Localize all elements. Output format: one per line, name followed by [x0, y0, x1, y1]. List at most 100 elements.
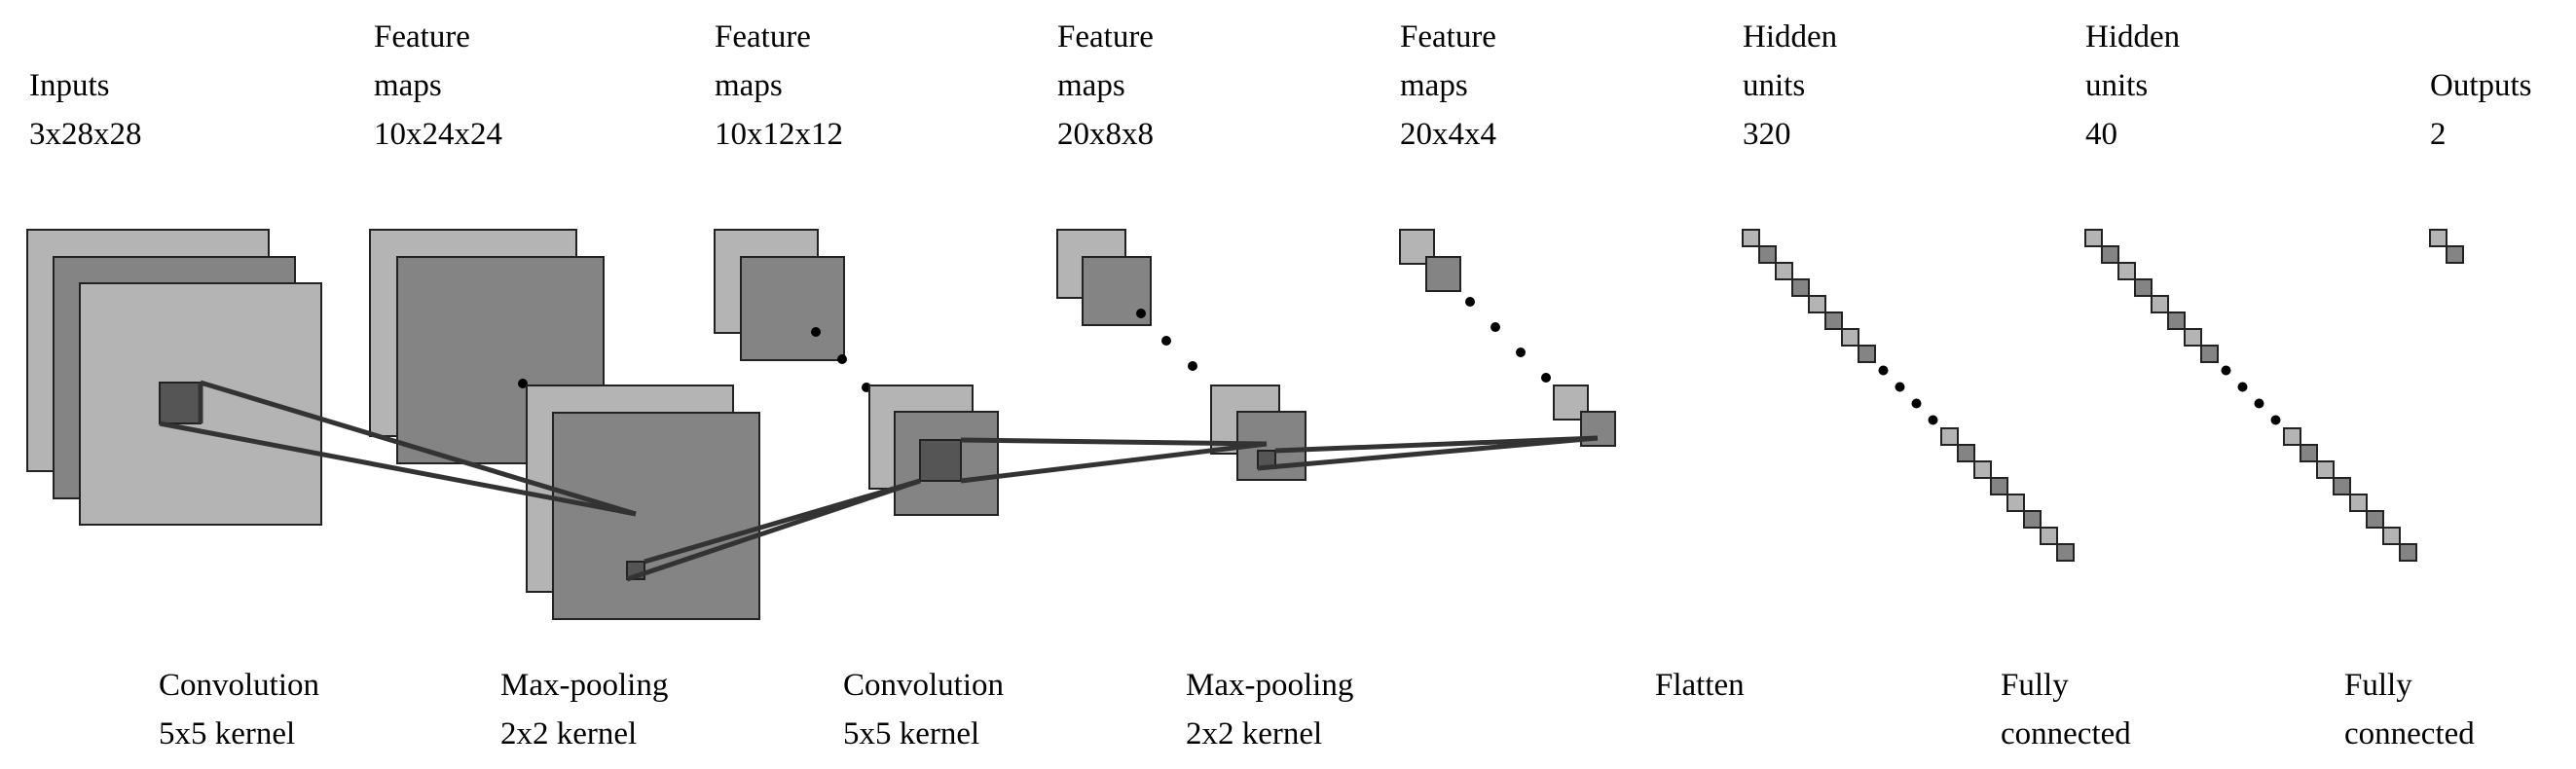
layer-size: 3x28x28	[29, 117, 142, 152]
ellipsis-dot	[1895, 382, 1905, 392]
output-unit	[2446, 245, 2464, 264]
ellipsis-dot	[1911, 398, 1922, 409]
hidden-unit	[2117, 262, 2136, 280]
layer-title-line1: Feature	[374, 19, 470, 55]
layer-title-line1: Hidden	[1743, 19, 1837, 55]
feature-maps-20x4x4	[1399, 229, 1616, 447]
op-label-pool-1: Max-pooling 2x2 kernel	[500, 668, 668, 751]
hidden-unit	[2101, 245, 2119, 264]
op-label-fc-1: Fully connected	[2001, 668, 2131, 751]
connection-line	[1274, 435, 1599, 454]
layer-size: 40	[2085, 117, 2117, 152]
connection-line	[960, 441, 1268, 484]
hidden-unit	[1940, 427, 1959, 446]
hidden-unit	[2040, 527, 2058, 545]
ellipsis-dot	[1516, 348, 1526, 357]
feature-maps-10x12x12	[714, 229, 999, 516]
ellipsis-dot	[811, 327, 821, 337]
hidden-unit	[2200, 345, 2219, 363]
hidden-unit	[2134, 278, 2153, 297]
op-line2: 5x5 kernel	[843, 716, 979, 751]
ellipsis-dot	[1928, 415, 1938, 425]
hidden-unit	[2300, 444, 2318, 462]
layer-title: Outputs	[2430, 68, 2532, 103]
feature-map	[552, 412, 760, 620]
layer-label-feature-maps-3: Feature maps 20x8x8	[1057, 19, 1154, 152]
layer-labels: Inputs 3x28x28 Feature maps 10x24x24 Fea…	[29, 19, 2532, 152]
op-line2: connected	[2001, 716, 2131, 751]
conv-kernel-window	[159, 382, 202, 424]
connection-line	[200, 380, 637, 517]
layer-label-feature-maps-4: Feature maps 20x4x4	[1400, 19, 1496, 152]
hidden-unit	[1858, 345, 1876, 363]
op-line1: Convolution	[159, 668, 319, 703]
layer-label-feature-maps-1: Feature maps 10x24x24	[374, 19, 502, 152]
op-line1: Fully	[2344, 668, 2412, 703]
op-label-pool-2: Max-pooling 2x2 kernel	[1186, 668, 1353, 751]
hidden-units-40	[2084, 229, 2417, 562]
op-line2: 2x2 kernel	[1186, 716, 1322, 751]
hidden-unit	[2366, 510, 2384, 529]
hidden-unit	[2023, 510, 2042, 529]
layer-title: Inputs	[29, 68, 110, 103]
conv-kernel-window	[919, 439, 962, 482]
layer-title-line1: Hidden	[2085, 19, 2180, 55]
operation-labels: Convolution 5x5 kernel Max-pooling 2x2 k…	[159, 668, 2475, 751]
layer-title-line1: Feature	[1057, 19, 1154, 55]
layer-size: 10x12x12	[715, 117, 843, 152]
op-label-flatten: Flatten	[1655, 668, 1745, 703]
hidden-unit	[1808, 295, 1826, 313]
ellipsis-dot	[837, 354, 847, 364]
op-label-conv-2: Convolution 5x5 kernel	[843, 668, 1004, 751]
hidden-unit	[2382, 527, 2401, 545]
hidden-unit	[2084, 229, 2103, 247]
ellipsis-dot	[1188, 361, 1197, 371]
layer-title-line2: maps	[715, 68, 783, 103]
hidden-unit	[2316, 460, 2335, 479]
hidden-unit	[1824, 311, 1843, 330]
inputs-stack	[26, 229, 322, 526]
layer-label-feature-maps-2: Feature maps 10x12x12	[715, 19, 843, 152]
ellipsis-dot	[2237, 382, 2248, 392]
ellipsis-dot	[2270, 415, 2281, 425]
outputs-units	[2429, 229, 2464, 264]
hidden-unit	[1990, 477, 2008, 495]
hidden-unit	[1973, 460, 1992, 479]
ellipsis-dot	[1465, 297, 1475, 307]
layer-label-inputs: Inputs 3x28x28	[29, 68, 142, 152]
ellipsis-dot	[2221, 365, 2231, 376]
layer-title-line2: maps	[374, 68, 442, 103]
layer-size: 2	[2430, 117, 2447, 152]
ellipsis-dot	[1161, 336, 1171, 346]
op-label-fc-2: Fully connected	[2344, 668, 2475, 751]
hidden-units-320	[1742, 229, 2075, 562]
hidden-unit	[2151, 295, 2169, 313]
ellipsis-dot	[518, 379, 528, 388]
hidden-unit	[2184, 328, 2202, 347]
connection-lines	[159, 380, 1599, 582]
layer-size: 20x4x4	[1400, 117, 1496, 152]
op-line1: Max-pooling	[1186, 668, 1353, 703]
ellipsis-dot	[1136, 309, 1146, 318]
layer-title-line1: Feature	[1400, 19, 1496, 55]
ellipsis-dot	[1878, 365, 1889, 376]
layer-title-line2: units	[1743, 68, 1805, 103]
hidden-unit	[2333, 477, 2351, 495]
hidden-unit	[1957, 444, 1975, 462]
layer-size: 20x8x8	[1057, 117, 1154, 152]
feature-map	[1425, 256, 1461, 292]
feature-maps-10x24x24	[369, 229, 760, 620]
ellipsis-dot	[2254, 398, 2264, 409]
layer-size: 10x24x24	[374, 117, 502, 152]
connection-line	[1257, 435, 1599, 471]
op-line1: Max-pooling	[500, 668, 668, 703]
hidden-unit	[2399, 543, 2417, 562]
hidden-unit	[1758, 245, 1777, 264]
ellipsis-dot	[1541, 373, 1551, 383]
layer-label-hidden-units-2: Hidden units 40	[2085, 19, 2180, 152]
layer-label-hidden-units-1: Hidden units 320	[1743, 19, 1837, 152]
output-unit	[2429, 229, 2447, 247]
op-line1: Convolution	[843, 668, 1004, 703]
layer-size: 320	[1743, 117, 1791, 152]
layer-title-line2: maps	[1400, 68, 1468, 103]
